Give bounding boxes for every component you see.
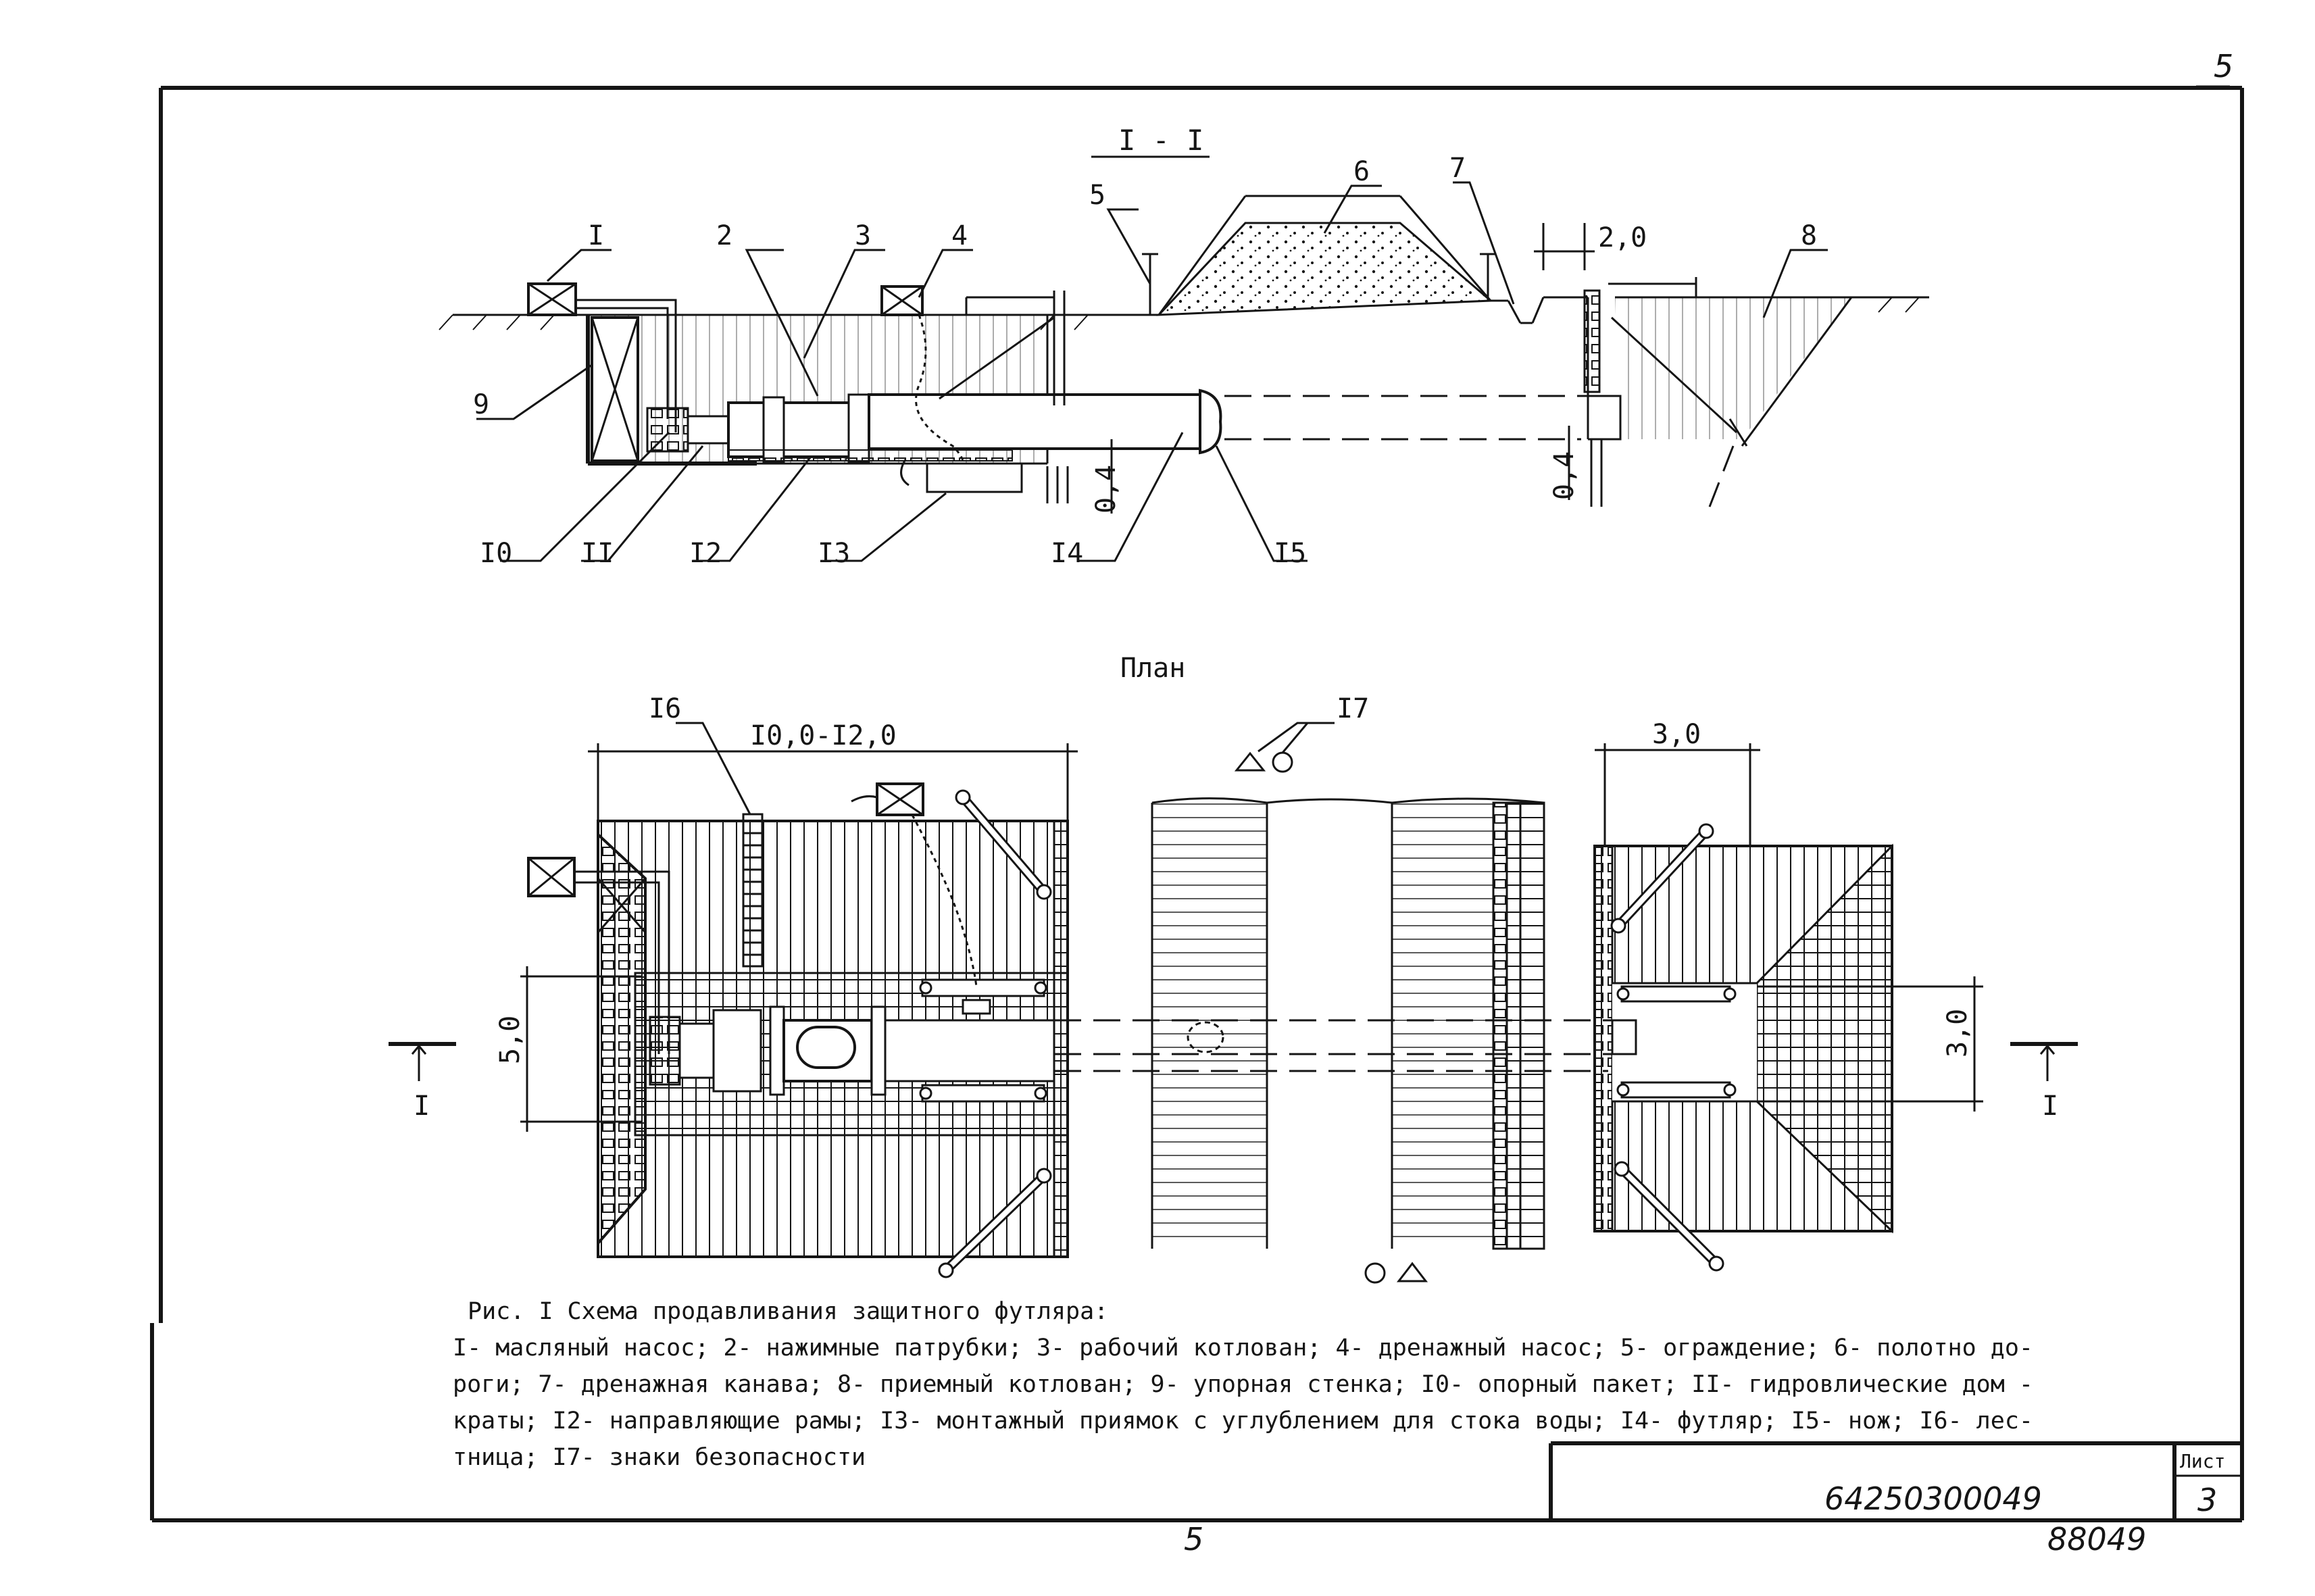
label-15: I5: [1274, 538, 1306, 569]
caption-line-5: тница; I7- знаки безопасности: [453, 1444, 866, 1471]
plan-oil-pump: [527, 857, 670, 1054]
safety-signs: [1234, 722, 1428, 1284]
assembly-pit: [926, 462, 1023, 493]
section-mark-right-text: I: [2042, 1091, 2058, 1122]
road-embankment: [1156, 222, 1493, 316]
plan-receiving-pit: [1593, 823, 1893, 1272]
dim-5-0: [520, 966, 642, 1132]
sheet-number-top: 5: [2214, 48, 2233, 84]
drainage-pump: [880, 285, 966, 487]
label-11: II: [581, 538, 614, 569]
dim-2-0-text: 2,0: [1598, 222, 1647, 253]
dim-5-0-text: 5,0: [495, 1016, 526, 1064]
casing-pipe: [868, 389, 1222, 455]
section-leaders: [476, 181, 1828, 562]
label-5: 5: [1089, 180, 1105, 211]
dim-3-0-top-text: 3,0: [1652, 719, 1701, 750]
caption-line-1: Рис. I Схема продавливания защитного фут…: [468, 1298, 1108, 1325]
label-13: I3: [818, 538, 850, 569]
dim-3-0-right: [1757, 976, 1983, 1112]
section-view: I - I: [439, 124, 1929, 569]
label-9: 9: [473, 389, 489, 420]
plan-road: [1151, 797, 1545, 1250]
receiving-opening: [1588, 395, 1622, 441]
caption: Рис. I Схема продавливания защитного фут…: [453, 1298, 2033, 1471]
dim-length: [588, 743, 1078, 821]
plan-struts-left: [938, 789, 1052, 1278]
dim-2-0: [1534, 223, 1595, 270]
dim-3-0-right-text: 3,0: [1942, 1009, 1973, 1057]
page-number-bottom: 5: [1184, 1521, 1203, 1557]
label-6: 6: [1353, 156, 1370, 187]
pit-drain: [900, 459, 910, 487]
plan-title: План: [1120, 653, 1185, 684]
receiving-pit: [1583, 277, 1853, 507]
label-1: I: [588, 220, 604, 251]
section-mark-left-text: I: [414, 1091, 430, 1122]
jacking-assembly: [646, 393, 1013, 464]
label-16: I6: [649, 693, 681, 724]
sheet-frame: [150, 86, 2244, 1522]
left-bracing: [939, 291, 1069, 503]
label-2: 2: [716, 220, 732, 251]
sheet-value: 3: [2197, 1482, 2217, 1518]
label-14: I4: [1051, 538, 1083, 569]
dim-3-0-top: [1595, 743, 1760, 846]
title-block: [1549, 1441, 2242, 1520]
thrust-wall-cross-b: [591, 317, 639, 462]
label-8: 8: [1801, 220, 1817, 251]
dim-04-right: 0,4: [1549, 451, 1580, 500]
sheet-label: Лист: [2180, 1450, 2225, 1472]
caption-line-2: I- масляный насос; 2- нажимные патрубки;…: [453, 1335, 2033, 1362]
plan-working-pit: [597, 820, 1069, 1258]
label-4: 4: [951, 220, 968, 251]
dim-length-text: I0,0-I2,0: [750, 720, 897, 751]
oil-pump: [527, 282, 677, 432]
plan-receiving-opening: [1611, 1019, 1637, 1055]
dim-04-left: 0,4: [1091, 465, 1122, 514]
doc-number: 64250300049: [1824, 1480, 2042, 1517]
label-10: I0: [480, 538, 512, 569]
section-title: I - I: [1118, 124, 1203, 157]
plan-drainage-pump: [851, 782, 978, 987]
archive-number: 88049: [2047, 1521, 2146, 1557]
plan-ladder: [742, 813, 764, 968]
plan-view: План: [389, 653, 2078, 1284]
caption-line-4: краты; I2- направляющие рамы; I3- монтаж…: [453, 1407, 2033, 1435]
section-mark-left: [389, 1042, 456, 1081]
leader-16: [676, 722, 751, 815]
label-7: 7: [1449, 153, 1466, 184]
caption-line-3: роги; 7- дренажная канава; 8- приемный к…: [453, 1371, 2033, 1398]
label-17: I7: [1337, 693, 1369, 724]
section-mark-right: [2010, 1042, 2078, 1081]
label-3: 3: [855, 220, 871, 251]
label-12: I2: [689, 538, 722, 569]
